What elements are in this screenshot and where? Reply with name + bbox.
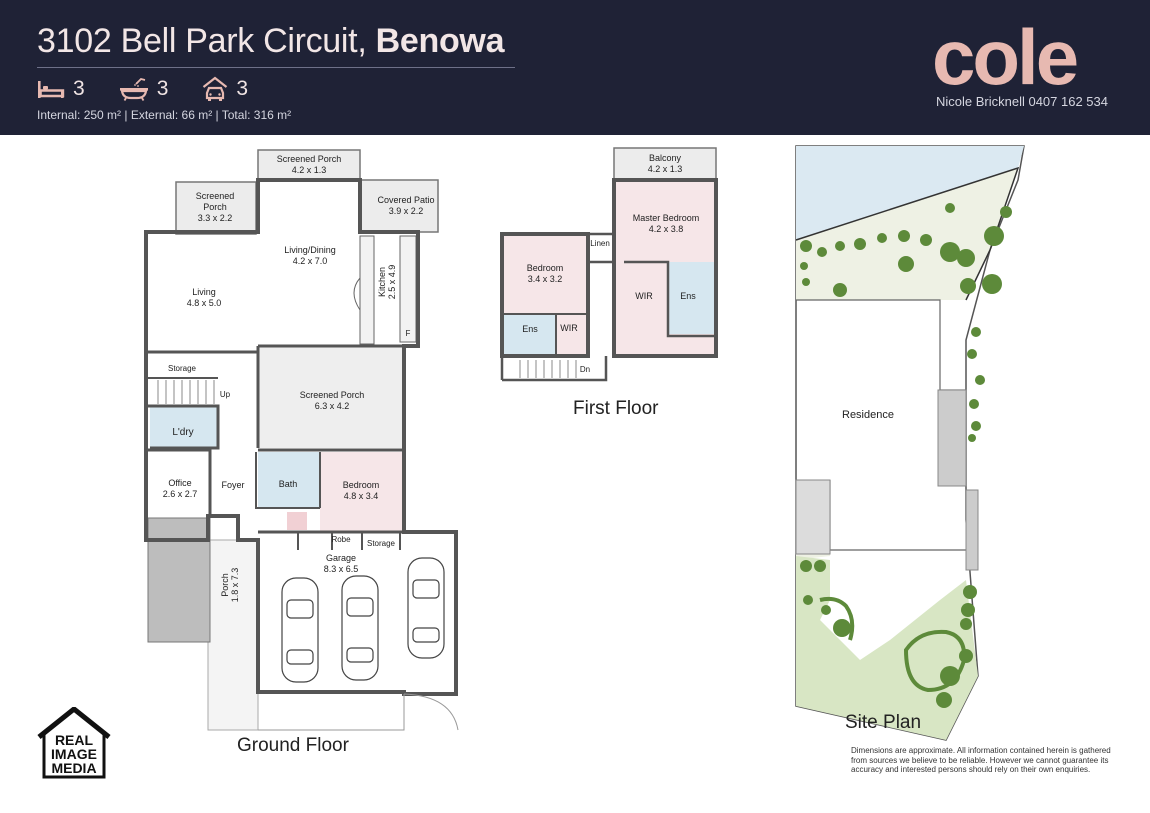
room-size: 1.8 x 7.3 (230, 567, 240, 603)
suburb-name: Benowa (375, 22, 505, 60)
room-size: 3.9 x 2.2 (388, 206, 424, 216)
room-name: Bedroom (342, 480, 380, 490)
street-address: 3102 Bell Park Circuit, (37, 22, 367, 60)
bedroom-count: 3 (73, 77, 85, 100)
room-size: 4.8 x 3.4 (343, 491, 379, 501)
room-size: 3.4 x 3.2 (527, 274, 563, 284)
floor-areas: Internal: 250 m² | External: 66 m² | Tot… (37, 108, 292, 122)
room-name: Screened (195, 191, 235, 201)
room-name: Screened Porch (276, 154, 342, 164)
ground-floor-drawing (144, 149, 459, 731)
disclaimer-text: Dimensions are approximate. All informat… (851, 746, 1111, 774)
label-wir-bedroom: WIR (560, 323, 578, 333)
room-size: 4.8 x 5.0 (186, 298, 222, 308)
label-storage-a: Storage (167, 364, 197, 373)
label-ensuite-bedroom: Ens (522, 324, 538, 334)
label-bath: Bath (278, 479, 298, 489)
logo-line-image: IMAGE (51, 746, 97, 762)
label-stairs-down: Dn (579, 365, 591, 374)
room-name: Master Bedroom (632, 213, 700, 223)
room-size: 4.2 x 1.3 (647, 164, 683, 174)
room-size: 6.3 x 4.2 (314, 401, 350, 411)
property-address: 3102 Bell Park Circuit, Benowa (37, 22, 504, 61)
room-size: 4.2 x 7.0 (292, 256, 328, 266)
ground-floor-title: Ground Floor (237, 735, 349, 756)
label-wir-master: WIR (635, 291, 653, 301)
site-plan-title: Site Plan (845, 712, 922, 733)
bed-icon (37, 78, 65, 100)
room-name: Living (192, 287, 216, 297)
label-stairs-up: Up (219, 390, 231, 399)
site-hedges (800, 203, 1012, 708)
real-image-media-house-logo: REAL IMAGE MEDIA (36, 705, 112, 784)
bath-icon (119, 77, 149, 101)
room-name: Balcony (648, 153, 682, 163)
label-fridge: F (405, 329, 411, 338)
room-size: 8.3 x 6.5 (323, 564, 359, 574)
logo-line-real: REAL (55, 732, 94, 748)
room-name: Covered Patio (377, 195, 435, 205)
room-name: Screened Porch (299, 390, 365, 400)
logo-line-media: MEDIA (51, 760, 96, 776)
room-size: 4.2 x 3.8 (648, 224, 684, 234)
agent-contact[interactable]: Nicole Bricknell 0407 162 534 (936, 94, 1108, 109)
agency-logo[interactable]: cole (932, 13, 1079, 101)
first-floor-drawing (500, 147, 718, 382)
car-space-count: 3 (236, 77, 249, 100)
feature-car-spaces: 3 (202, 76, 248, 102)
room-size: 3.3 x 2.2 (197, 213, 233, 223)
label-robe: Robe (331, 535, 351, 544)
label-storage-b: Storage (366, 539, 396, 548)
room-name: Porch (220, 573, 230, 597)
room-name: Living/Dining (284, 245, 336, 255)
title-divider (37, 67, 515, 68)
label-ensuite-master: Ens (680, 291, 696, 301)
label-residence: Residence (842, 409, 894, 421)
label-foyer: Foyer (221, 480, 245, 490)
label-linen: Linen (590, 239, 610, 248)
site-plan-drawing (795, 145, 1025, 741)
garage-car-icon (202, 76, 228, 102)
property-features: 3 3 (37, 75, 282, 103)
listing-header: 3102 Bell Park Circuit, Benowa 3 (0, 0, 1150, 135)
room-name-2: Porch (203, 202, 227, 212)
feature-bathrooms: 3 (119, 77, 169, 101)
room-name: Garage (325, 553, 357, 563)
room-size: 2.5 x 4.9 (387, 264, 397, 300)
garage-car-outlines (281, 557, 445, 683)
room-size: 4.2 x 1.3 (291, 165, 327, 175)
room-name: Office (168, 478, 192, 488)
bathroom-count: 3 (156, 77, 169, 100)
label-laundry: L'dry (172, 427, 194, 438)
feature-bedrooms: 3 (37, 77, 85, 101)
room-name: Bedroom (526, 263, 564, 273)
first-floor-title: First Floor (573, 398, 659, 419)
room-name: Kitchen (377, 266, 387, 298)
room-size: 2.6 x 2.7 (162, 489, 198, 499)
